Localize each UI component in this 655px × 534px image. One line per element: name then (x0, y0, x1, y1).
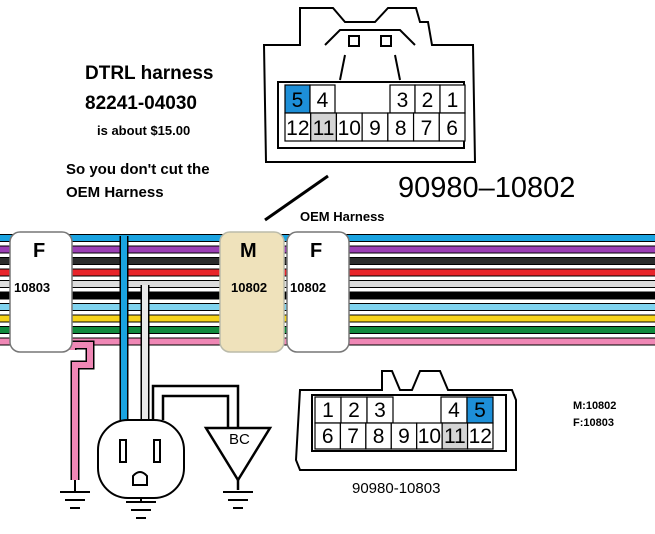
right-female-connector (286, 231, 350, 353)
pin-label: 4 (317, 89, 329, 112)
note-line-2: OEM Harness (66, 184, 164, 201)
left-connector-gender: F (33, 240, 46, 262)
bc-wires (151, 384, 240, 430)
pin-label: 2 (348, 399, 360, 422)
pin-label: 7 (347, 425, 359, 448)
pin-cell (390, 422, 418, 450)
pin-cell (284, 112, 312, 142)
ground-icon (126, 498, 156, 519)
pin-label: 3 (397, 89, 409, 112)
ground-icon (60, 480, 90, 509)
middle-connector-gender: M (240, 240, 257, 262)
pin-label: 12 (286, 117, 309, 140)
oem-harness-label: OEM Harness (300, 209, 385, 224)
middle-connector-number: 10802 (231, 280, 268, 295)
pin-cell (466, 396, 494, 424)
left-connector-number: 10803 (14, 280, 51, 295)
pin-cell (361, 112, 389, 142)
pin-label: 9 (398, 425, 410, 448)
pin-label: 12 (469, 425, 492, 448)
bc-triangle-icon (203, 426, 273, 490)
connector-top-part-number: 90980–10802 (398, 172, 576, 204)
pin-label: 8 (395, 117, 407, 140)
harness-part-number: 82241-04030 (85, 93, 197, 114)
right-connector-gender: F (310, 240, 323, 262)
pin-label: 2 (422, 89, 434, 112)
pin-cell (412, 112, 440, 142)
pin-label: 3 (374, 399, 386, 422)
connector-bottom-part-number: 90980-10803 (352, 480, 441, 497)
pointer-line (264, 174, 329, 222)
pin-label: 10 (338, 117, 361, 140)
pin-label: 7 (421, 117, 433, 140)
pin-label: 11 (444, 425, 466, 448)
pin-cell (365, 422, 392, 450)
pin-cell (441, 422, 469, 450)
pin-label: 5 (292, 89, 304, 112)
pin-label: 10 (418, 425, 441, 448)
bc-label: BC (229, 431, 250, 448)
pin-cell (466, 422, 494, 450)
pin-label: 4 (448, 399, 460, 422)
harness-title: DTRL harness (85, 63, 214, 84)
pin-label: 8 (373, 425, 385, 448)
pin-label: 9 (369, 117, 381, 140)
outlet-icon (97, 419, 185, 499)
right-connector-number: 10802 (290, 280, 327, 295)
pin-label: 11 (313, 117, 335, 140)
pin-cell (438, 112, 466, 142)
price-note: is about $15.00 (97, 123, 191, 138)
pin-label: 1 (447, 89, 459, 112)
pin-label: 1 (322, 399, 334, 422)
left-female-connector (9, 231, 73, 353)
middle-male-connector (219, 231, 285, 353)
pin-cell (310, 112, 338, 142)
note-line-1: So you don't cut the (66, 161, 210, 178)
pin-label: 6 (446, 117, 458, 140)
key-female: F:10803 (573, 417, 614, 429)
pin-label: 5 (474, 399, 486, 422)
pin-cell (439, 84, 466, 114)
ground-icon (223, 491, 253, 509)
pin-label: 6 (322, 425, 334, 448)
pink-ground-wire (67, 340, 95, 480)
pin-cell (416, 422, 443, 450)
pin-cell (335, 112, 363, 142)
pin-cell (366, 396, 394, 424)
key-male: M:10802 (573, 400, 617, 412)
